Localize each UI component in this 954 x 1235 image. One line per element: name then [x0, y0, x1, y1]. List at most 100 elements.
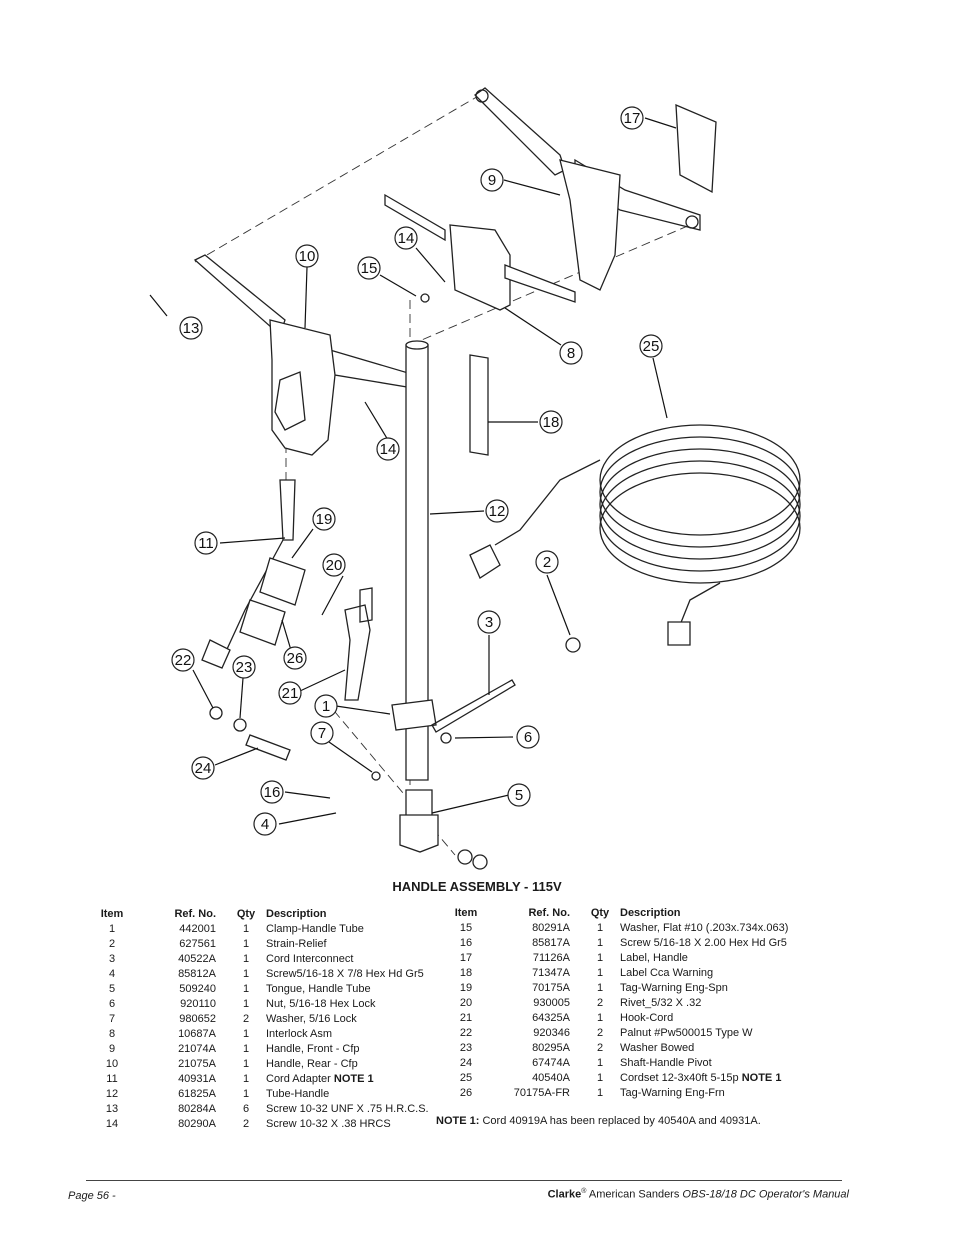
item-cell-text: 3 [108, 952, 116, 965]
tag-eng-spn-part [259, 557, 306, 606]
qty-cell: 1 [226, 936, 266, 951]
handle-label-part [675, 103, 717, 194]
desc-cell: Screw5/16-18 X 7/8 Hex Hd Gr5 [266, 966, 429, 981]
ref-cell: 980652 [138, 1011, 226, 1026]
desc-cell: Cord Adapter NOTE 1 [266, 1071, 429, 1086]
callout-circle [310, 721, 334, 745]
bowed-washer-part [233, 718, 247, 732]
item-cell-text: 19 [459, 981, 473, 994]
cordset-part [469, 424, 801, 646]
desc-cell: Tag-Warning Eng-Spn [620, 980, 788, 995]
callout-20: 20 [322, 553, 346, 577]
callout-3: 3 [477, 610, 501, 634]
callout-10: 10 [295, 244, 319, 268]
callout-number: 16 [264, 784, 281, 801]
callout-number: 3 [485, 614, 493, 631]
ref-cell-text: 71347A [532, 966, 570, 979]
item-cell: 17 [440, 950, 492, 965]
qty-cell: 1 [226, 996, 266, 1011]
strain-relief-part [565, 637, 581, 653]
desc-cell-text: Cord Interconnect [266, 952, 354, 965]
callout-circle [194, 531, 218, 555]
desc-cell-text: Label Cca Warning [620, 966, 714, 979]
desc-cell-text: Screw 10-32 UNF X .75 H.R.C.S. [266, 1102, 429, 1115]
ref-cell: 64325A [492, 1010, 580, 1025]
callout-number: 25 [643, 338, 660, 355]
item-cell: 3 [86, 951, 138, 966]
callout-12: 12 [485, 499, 509, 523]
callout-1: 1 [314, 694, 338, 718]
qty-cell-text: 1 [242, 952, 250, 965]
cord-interconnect-part [431, 679, 516, 733]
item-cell-text: 5 [108, 982, 116, 995]
desc-cell-text: Cordset 12-3x40ft 5-15p [620, 1071, 739, 1084]
ref-cell: 71347A [492, 965, 580, 980]
desc-cell: Screw 5/16-18 X 2.00 Hex Hd Gr5 [620, 935, 788, 950]
ref-cell-text: 509240 [179, 982, 216, 995]
front-handle-part [473, 87, 701, 291]
item-cell: 1 [86, 921, 138, 936]
desc-cell: Washer, 5/16 Lock [266, 1011, 429, 1026]
item-cell-text: 25 [459, 1071, 473, 1084]
qty-cell: 1 [580, 1070, 620, 1085]
qty-cell-text: 1 [242, 937, 250, 950]
callout-circle [179, 316, 203, 340]
qty-cell-text: 1 [242, 1057, 250, 1070]
qty-cell-text: 1 [242, 1027, 250, 1040]
desc-cell: Shaft-Handle Pivot [620, 1055, 788, 1070]
desc-cell: Handle, Front - Cfp [266, 1041, 429, 1056]
qty-cell: 1 [580, 950, 620, 965]
callout-number: 17 [624, 110, 641, 127]
item-cell: 10 [86, 1056, 138, 1071]
desc-cell-text: Tag-Warning Eng-Frn [620, 1086, 725, 1099]
item-cell-text: 18 [459, 966, 473, 979]
callout-circle [171, 648, 195, 672]
callout-circle [480, 168, 504, 192]
ref-cell-text: 85812A [178, 967, 216, 980]
item-cell: 19 [440, 980, 492, 995]
callout-number: 8 [567, 345, 575, 362]
item-cell-text: 16 [459, 936, 473, 949]
company-name: American Sanders [588, 1188, 680, 1201]
ref-cell-text: 21074A [178, 1042, 216, 1055]
ref-cell-text: 920346 [533, 1026, 570, 1039]
callout-7: 7 [310, 721, 334, 745]
qty-cell-text: 6 [242, 1102, 250, 1115]
callout-circle [559, 341, 583, 365]
ref-cell-text: 80295A [532, 1041, 570, 1054]
callout-6: 6 [516, 725, 540, 749]
qty-cell: 1 [226, 981, 266, 996]
desc-cell: Palnut #Pw500015 Type W [620, 1025, 788, 1040]
callout-circle [283, 646, 307, 670]
item-cell-text: 9 [108, 1042, 116, 1055]
qty-header: Qty [590, 906, 610, 919]
desc-cell: Screw 10-32 UNF X .75 H.R.C.S. [266, 1101, 429, 1116]
desc-cell-text: Washer Bowed [620, 1041, 695, 1054]
note-1: NOTE 1: Cord 40919A has been replaced by… [436, 1115, 761, 1127]
ref-cell: 80284A [138, 1101, 226, 1116]
figure-title: HANDLE ASSEMBLY - 115V [392, 879, 562, 894]
ref-cell: 85817A [492, 935, 580, 950]
qty-cell: 1 [226, 1071, 266, 1086]
note-reference: NOTE 1 [741, 1071, 782, 1084]
desc-cell-text: Tag-Warning Eng-Spn [620, 981, 728, 994]
hex-nut-part [440, 732, 452, 744]
callout-circle [516, 725, 540, 749]
item-cell: 16 [440, 935, 492, 950]
item-cell: 9 [86, 1041, 138, 1056]
qty-cell: 2 [580, 995, 620, 1010]
callout-number: 15 [361, 260, 378, 277]
qty-cell-text: 2 [596, 1026, 604, 1039]
qty-cell: 1 [580, 1055, 620, 1070]
desc-cell-text: Screw5/16-18 X 7/8 Hex Hd Gr5 [266, 967, 424, 980]
manual-name: OBS-18/18 DC Operator's Manual [682, 1188, 849, 1201]
